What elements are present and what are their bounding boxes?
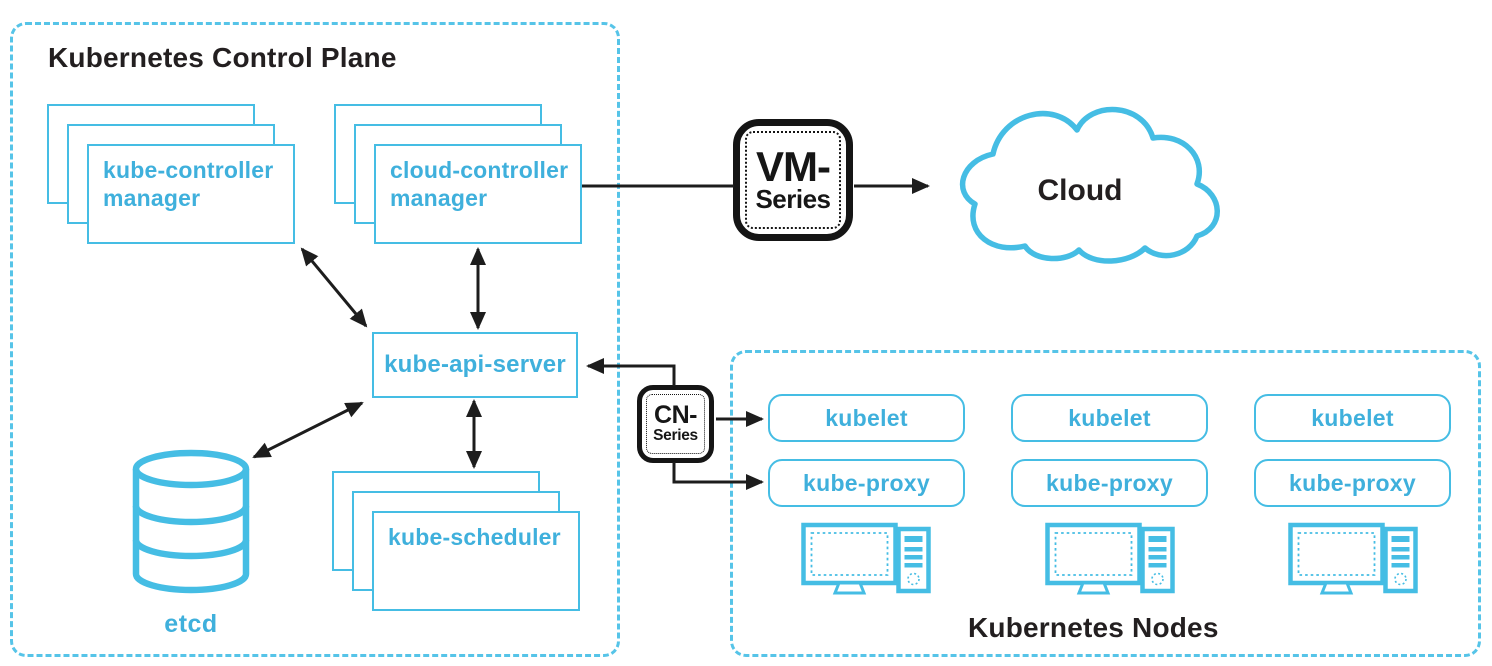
kube-proxy-label: kube-proxy [803,469,930,496]
stack-front-layer: kube-controller manager [87,144,295,244]
cloud-icon [959,106,1220,264]
kube-controller-manager-label: kube-controller manager [103,157,274,212]
cn-series-label-line2: Series [653,426,698,444]
control-plane-title: Kubernetes Control Plane [48,42,397,73]
workstation-computer-icon [1045,522,1175,595]
kube-scheduler-stack: kube-scheduler [332,471,580,611]
workstation-computer-icon [1288,522,1418,595]
cloud-label: Cloud [1037,174,1123,207]
etcd-database-icon [132,449,250,594]
kube-controller-manager-stack: kube-controller manager [47,104,295,244]
kubelet-box: kubelet [768,394,965,442]
kubernetes-nodes-panel [730,350,1481,657]
kube-scheduler-label: kube-scheduler [388,524,561,550]
cn-series-inner-frame: CN- Series [646,394,705,454]
stack-front-layer: kube-scheduler [372,511,580,611]
kubelet-label: kubelet [1068,404,1151,431]
cn-series-firewall-badge: CN- Series [637,385,714,463]
cn-series-label-line1: CN- [654,400,697,429]
kube-api-server-box: kube-api-server [372,332,578,398]
control-plane-panel [10,22,620,657]
arrow-cn-series-to-api-server [586,358,676,386]
kubelet-box: kubelet [1254,394,1451,442]
kubelet-label: kubelet [825,404,908,431]
cloud-controller-manager-label: cloud-controller manager [390,157,569,212]
arrow-api-server-to-etcd [252,401,364,459]
vm-series-label-line2: Series [755,184,831,215]
cloud-controller-manager-stack: cloud-controller manager [334,104,582,244]
kube-proxy-box: kube-proxy [1254,459,1451,507]
kubernetes-nodes-title: Kubernetes Nodes [968,612,1219,643]
vm-series-label-line1: VM- [756,142,831,190]
arrow-kube-controller-to-api-server [300,247,368,328]
kube-proxy-label: kube-proxy [1046,469,1173,496]
kube-api-server-label: kube-api-server [384,351,566,378]
kubelet-box: kubelet [1011,394,1208,442]
vm-series-inner-frame: VM- Series [745,131,841,229]
kube-proxy-label: kube-proxy [1289,469,1416,496]
workstation-computer-icon [801,522,931,595]
etcd-label: etcd [164,610,218,638]
stack-front-layer: cloud-controller manager [374,144,582,244]
kubelet-label: kubelet [1311,404,1394,431]
arrow-cn-series-to-kube-proxy [672,462,764,490]
kube-proxy-box: kube-proxy [1011,459,1208,507]
kube-proxy-box: kube-proxy [768,459,965,507]
vm-series-firewall-badge: VM- Series [733,119,853,241]
